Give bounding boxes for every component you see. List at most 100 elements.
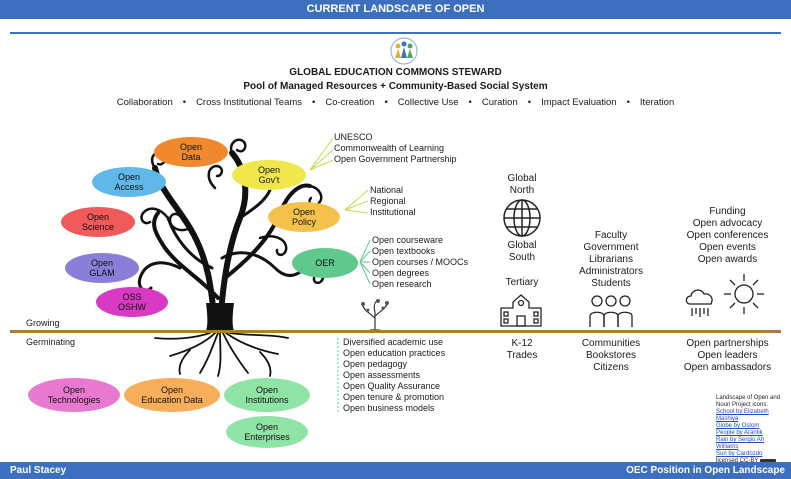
- label-line: Administrators: [579, 266, 643, 277]
- bubble-label: Access: [114, 182, 144, 192]
- oer-item: Open courseware: [372, 235, 444, 245]
- oer-item: Open research: [372, 279, 432, 289]
- steward-item: Cross Institutional Teams: [196, 97, 303, 108]
- roots-item: Diversified academic use: [343, 337, 444, 347]
- oer-list: Open courseware Open textbooks Open cour…: [372, 235, 468, 290]
- sun-icon: [724, 274, 764, 314]
- footer-author: Paul Stacey: [10, 465, 67, 476]
- oer-item: Open courses / MOOCs: [372, 257, 469, 267]
- header-bar: [0, 0, 791, 19]
- label-line: Faculty: [594, 230, 628, 241]
- policy-item: National: [370, 185, 404, 195]
- label-line: Global: [507, 173, 537, 184]
- govt-list: UNESCO Commonwealth of Learning Open Gov…: [334, 132, 457, 165]
- people-above-list: Faculty Government Librarians Administra…: [566, 230, 656, 290]
- bubble-label: Policy: [291, 217, 316, 227]
- credit-line: licensed CC-BY: [716, 458, 759, 464]
- label-line: Communities: [581, 338, 641, 349]
- oer-bubble: OER: [292, 248, 358, 278]
- footer-title: OEC Position in Open Landscape: [626, 465, 785, 476]
- weather-below-list: Open partnerships Open leaders Open amba…: [670, 338, 785, 374]
- seedling-icon: [361, 299, 389, 331]
- community-logo-icon: [390, 37, 418, 65]
- label-line: South: [508, 252, 536, 263]
- global-north-label: Global North: [492, 173, 552, 197]
- bullet-separator: •: [468, 97, 472, 108]
- germinating-label: Germinating: [26, 337, 76, 347]
- label-line: Open conferences: [686, 230, 769, 241]
- credit-link[interactable]: Rain by Sergio Ah Williams: [716, 437, 765, 450]
- label-line: Librarians: [589, 254, 633, 265]
- label-line: Global: [507, 240, 537, 251]
- ground-line: [10, 330, 781, 333]
- bullet-separator: •: [527, 97, 532, 108]
- page-title: CURRENT LANDSCAPE OF OPEN: [306, 3, 485, 15]
- steward-item: Curation: [481, 97, 518, 108]
- label-line: North: [509, 185, 535, 196]
- bubble-label: Gov't: [258, 175, 280, 185]
- bubble-label: Open: [255, 422, 279, 432]
- label-line: Open partnerships: [686, 338, 769, 349]
- bubble-label: Open: [257, 165, 281, 175]
- bubble-label: OER: [315, 258, 335, 268]
- bullet-separator: •: [626, 97, 630, 108]
- tertiary-label: Tertiary: [505, 277, 539, 288]
- bubble-label: Open: [117, 172, 140, 182]
- global-south-label: Global South: [492, 240, 552, 264]
- policy-item: Regional: [370, 196, 406, 206]
- label-line: K-12: [511, 338, 533, 349]
- icon-credits: Landscape of Open and Noun Project icons…: [716, 395, 786, 465]
- credit-link[interactable]: Globe by Ostom: [716, 423, 760, 429]
- bullet-separator: •: [182, 97, 187, 108]
- label-line: Funding: [709, 206, 746, 217]
- steward-item: Impact Evaluation: [541, 97, 617, 108]
- roots-item: Open Quality Assurance: [343, 381, 441, 391]
- weather-above-list: Funding Open advocacy Open conferences O…: [670, 206, 785, 266]
- rain-cloud-icon: [685, 289, 713, 317]
- growing-label: Growing: [26, 318, 60, 328]
- oer-item: Open degrees: [372, 268, 430, 278]
- bubble-label: Open: [90, 258, 113, 268]
- label-line: Open advocacy: [692, 218, 763, 229]
- footer-bar: [0, 462, 791, 479]
- label-line: Citizens: [593, 362, 629, 373]
- header-rule: [10, 32, 781, 34]
- cc-badge-icon: [760, 458, 777, 465]
- steward-item: Co-creation: [325, 97, 375, 108]
- roots-item: Open assessments: [343, 370, 421, 380]
- credit-link[interactable]: School by Elizabeth Mashiya: [716, 409, 769, 422]
- steward-title: GLOBAL EDUCATION COMMONS STEWARD: [289, 67, 502, 78]
- bubble-label: Open: [86, 212, 110, 222]
- bullet-separator: •: [312, 97, 316, 108]
- roots-item: Open education practices: [343, 348, 446, 358]
- bullet-separator: •: [384, 97, 388, 108]
- credit-link[interactable]: Sun by Cardozdo: [716, 451, 763, 457]
- school-icon: [500, 294, 542, 327]
- steward-item: Collective Use: [397, 97, 459, 108]
- people-below-list: Communities Bookstores Citizens: [566, 338, 656, 374]
- govt-item: Commonwealth of Learning: [334, 143, 445, 153]
- label-line: Open events: [699, 242, 756, 253]
- bubble-label: Technologies: [47, 395, 101, 405]
- bubble-label: Enterprises: [244, 432, 290, 442]
- bubble-label: Open: [62, 385, 85, 395]
- bubble-label: Open: [160, 385, 183, 395]
- bubble-label: Institutions: [245, 395, 289, 405]
- roots-list: Diversified academic use Open education …: [343, 337, 445, 414]
- bubble-label: OSHW: [118, 302, 146, 312]
- bubble-label: Science: [81, 222, 115, 232]
- school-below-list: K-12 Trades: [482, 338, 562, 362]
- credit-link[interactable]: People by Arantik: [716, 430, 763, 436]
- label-line: Open ambassadors: [683, 362, 772, 373]
- credit-line: Landscape of Open and: [716, 395, 781, 401]
- roots-item: Open tenure & promotion: [343, 392, 445, 402]
